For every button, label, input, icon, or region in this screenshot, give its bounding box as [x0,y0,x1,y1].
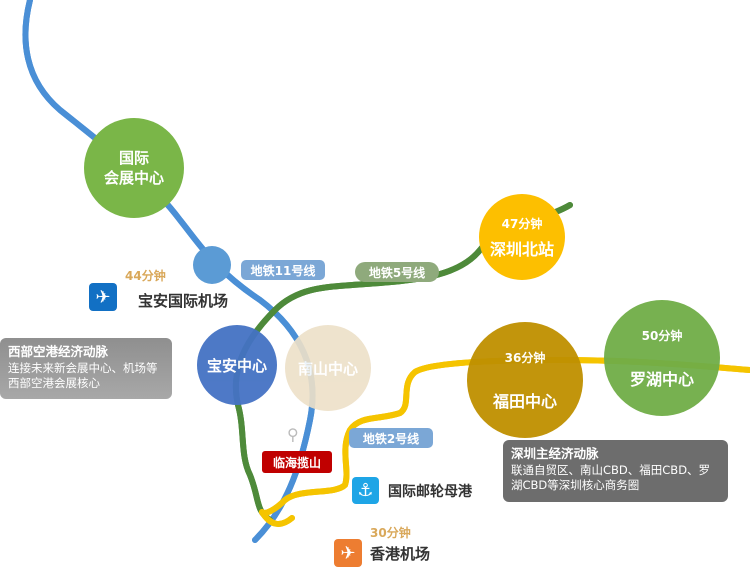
main-info-box: 深圳主经济动脉 联通自贸区、南山CBD、福田CBD、罗湖CBD等深圳核心商务圈 [503,440,728,502]
node-north-station[interactable]: 47分钟 深圳北站 [479,194,565,280]
node-label: 南山中心 [297,359,358,378]
node-label: 罗湖中心 [629,369,694,389]
node-label: 深圳北站 [489,239,554,259]
linhai-label[interactable]: 临海揽山 [262,451,332,473]
node-futian[interactable]: 36分钟 福田中心 [467,322,583,438]
node-time: 50分钟 [641,328,683,343]
location-pin-icon: ⚲ [287,425,299,444]
node-label: 福田中心 [492,391,557,411]
node-huizhan[interactable]: 国际 会展中心 [84,118,184,218]
line-2-label: 地铁2号线 [349,428,433,448]
airplane-icon: ✈ [89,283,117,311]
baoan-airport-label: 宝安国际机场 [138,292,229,310]
cruise-port-label: 国际邮轮母港 [388,484,472,500]
node-time: 47分钟 [501,216,543,231]
info-title: 西部空港经济动脉 [8,344,109,359]
info-title: 深圳主经济动脉 [511,446,599,461]
info-text: 联通自贸区、南山CBD、福田CBD、罗湖CBD等深圳核心商务圈 [511,463,711,492]
west-info-box: 西部空港经济动脉 连接未来新会展中心、机场等西部空港会展核心 [0,338,172,399]
line-11-label: 地铁11号线 [241,260,325,280]
node-label: 会展中心 [103,169,164,187]
node-small-station [193,246,231,284]
node-label: 国际 [118,149,149,167]
hk-airport-label: 香港机场 [370,545,431,563]
baoan-airport-time: 44分钟 [125,269,166,283]
airplane-icon: ✈ [334,539,362,567]
hk-airport-time: 30分钟 [370,526,411,540]
node-luohu[interactable]: 50分钟 罗湖中心 [604,300,720,416]
node-time: 36分钟 [504,350,546,365]
node-baoan-center[interactable]: 宝安中心 [197,325,277,405]
node-nanshan[interactable]: 南山中心 [285,325,371,411]
node-label: 宝安中心 [206,356,267,375]
info-text: 连接未来新会展中心、机场等西部空港会展核心 [8,361,158,390]
anchor-icon: ⚓ [352,477,379,504]
line-5-label: 地铁5号线 [355,262,439,282]
